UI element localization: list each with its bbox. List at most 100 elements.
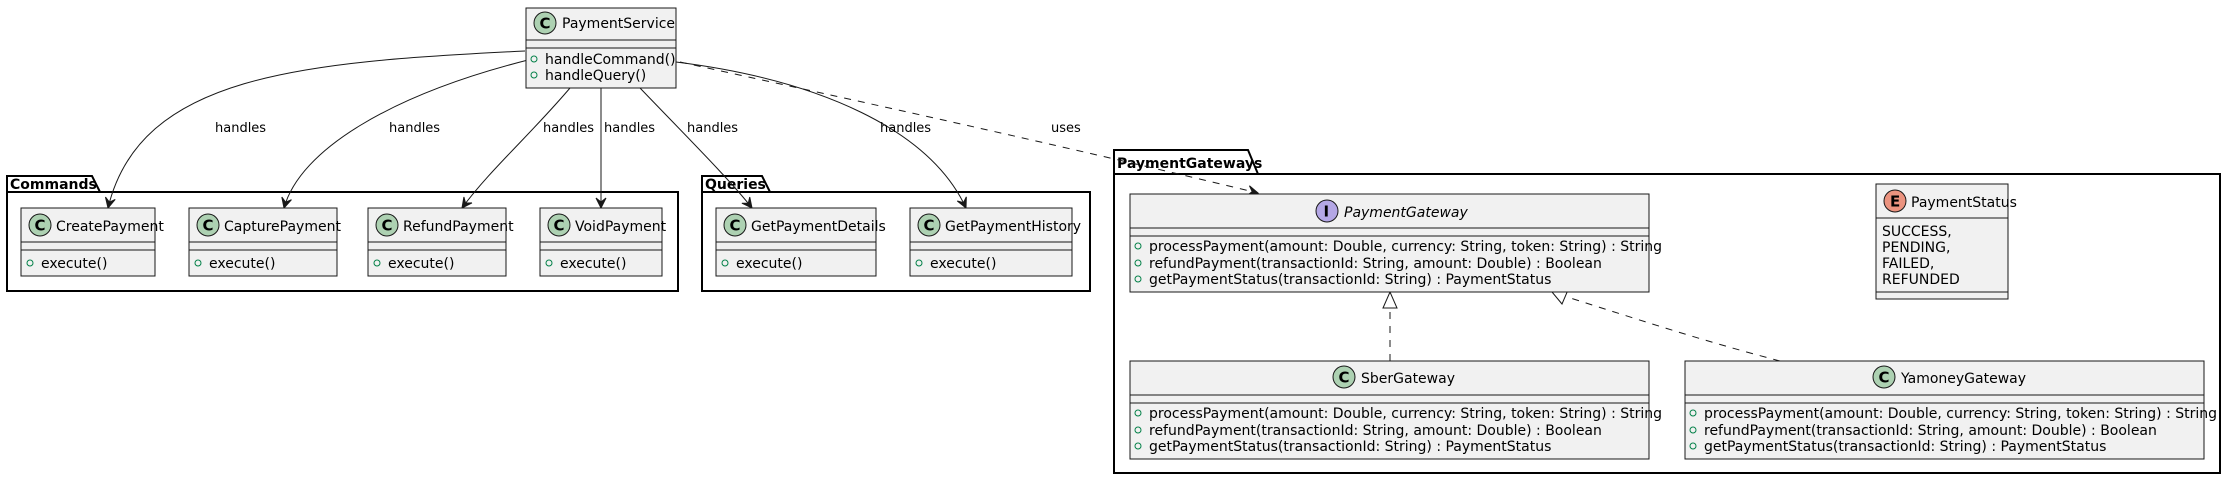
- class-name: PaymentService: [562, 16, 675, 32]
- class-badge-letter: C: [1879, 369, 1890, 387]
- class-sber-gateway[interactable]: C SberGateway processPayment(amount: Dou…: [1129, 360, 1662, 460]
- class-badge-icon: [1872, 365, 1896, 389]
- edge-handles-capture-payment: [284, 59, 529, 208]
- edge-label-handles: handles: [880, 121, 931, 136]
- method: execute(): [41, 256, 107, 272]
- public-method-icon: [1689, 409, 1697, 417]
- class-badge-icon: [1332, 365, 1356, 389]
- edge-label-handles: handles: [543, 121, 594, 136]
- edge-label-handles: handles: [604, 121, 655, 136]
- edge-label-handles: handles: [389, 121, 440, 136]
- public-method-icon: [1689, 442, 1697, 450]
- class-badge-icon: [723, 213, 747, 237]
- edge-handles-get-payment-history: [675, 61, 966, 208]
- class-badge-icon: [375, 213, 399, 237]
- method: execute(): [930, 256, 996, 272]
- edge-label-uses: uses: [1051, 121, 1081, 136]
- method: handleCommand(): [545, 52, 676, 68]
- method: processPayment(amount: Double, currency:…: [1149, 239, 1662, 255]
- method: execute(): [388, 256, 454, 272]
- method: handleQuery(): [545, 68, 646, 84]
- public-method-icon: [194, 259, 202, 267]
- public-method-icon: [1134, 426, 1142, 434]
- public-method-icon: [26, 259, 34, 267]
- class-name: YamoneyGateway: [1900, 371, 2026, 387]
- package-queries: Queries: [701, 175, 1091, 292]
- class-void-payment[interactable]: C VoidPayment execute(): [539, 207, 667, 277]
- enum-value: PENDING,: [1882, 240, 1950, 256]
- method: getPaymentStatus(transactionId: String) …: [1149, 439, 1551, 455]
- class-badge-letter: C: [554, 217, 565, 235]
- class-create-payment[interactable]: C CreatePayment execute(): [20, 207, 164, 277]
- method: getPaymentStatus(transactionId: String) …: [1704, 439, 2106, 455]
- enum-badge-letter: E: [1890, 193, 1900, 211]
- interface-name: PaymentGateway: [1344, 205, 1468, 221]
- edge-handles-get-payment-details: [639, 87, 752, 208]
- public-method-icon: [721, 259, 729, 267]
- edge-handles-refund-payment: [462, 87, 571, 208]
- class-payment-service[interactable]: C PaymentService handleCommand() handleQ…: [525, 7, 677, 89]
- class-badge-letter: C: [203, 217, 214, 235]
- class-badge-letter: C: [35, 217, 46, 235]
- public-method-icon: [1134, 242, 1142, 250]
- class-badge-letter: C: [382, 217, 393, 235]
- public-method-icon: [1134, 442, 1142, 450]
- edges: [108, 50, 1781, 362]
- enum-value: REFUNDED: [1882, 272, 1960, 288]
- class-name: VoidPayment: [575, 219, 667, 235]
- class-badge-icon: [547, 213, 571, 237]
- class-yamoney-gateway[interactable]: C YamoneyGateway processPayment(amount: …: [1684, 360, 2217, 460]
- class-badge-letter: C: [540, 15, 551, 33]
- package-queries-label: Queries: [705, 177, 766, 193]
- class-capture-payment[interactable]: C CapturePayment execute(): [188, 207, 341, 277]
- class-badge-letter: C: [730, 217, 741, 235]
- method: execute(): [209, 256, 275, 272]
- class-name: RefundPayment: [403, 219, 514, 235]
- class-name: GetPaymentHistory: [945, 219, 1081, 235]
- public-method-icon: [530, 55, 538, 63]
- class-get-payment-history[interactable]: C GetPaymentHistory execute(): [909, 207, 1081, 277]
- realization-triangle-sber: [1382, 290, 1398, 309]
- edge-label-handles: handles: [215, 121, 266, 136]
- package-commands: Commands: [6, 175, 679, 292]
- method: execute(): [560, 256, 626, 272]
- class-refund-payment[interactable]: C RefundPayment execute(): [367, 207, 514, 277]
- enum-name: PaymentStatus: [1911, 195, 2017, 211]
- enum-value: SUCCESS,: [1882, 224, 1952, 240]
- method: refundPayment(transactionId: String, amo…: [1149, 423, 1602, 439]
- package-payment-gateways-label: PaymentGateways: [1117, 156, 1262, 172]
- method: processPayment(amount: Double, currency:…: [1149, 406, 1662, 422]
- interface-payment-gateway[interactable]: I PaymentGateway processPayment(amount: …: [1129, 193, 1662, 293]
- class-badge-icon: [533, 11, 557, 35]
- class-badge-icon: [196, 213, 220, 237]
- edge-label-handles: handles: [687, 121, 738, 136]
- class-badge-letter: C: [1339, 369, 1350, 387]
- class-name: CreatePayment: [56, 219, 164, 235]
- edge-realizes-yamoney: [1566, 296, 1781, 362]
- enum-value: FAILED,: [1882, 256, 1934, 272]
- enum-payment-status[interactable]: E PaymentStatus SUCCESS, PENDING, FAILED…: [1875, 183, 2017, 300]
- edge-handles-create-payment: [108, 50, 526, 208]
- public-method-icon: [915, 259, 923, 267]
- method: refundPayment(transactionId: String, amo…: [1149, 256, 1602, 272]
- edge-labels: handles handles handles handles handles …: [215, 121, 1081, 136]
- class-get-payment-details[interactable]: C GetPaymentDetails execute(): [715, 207, 886, 277]
- class-name: GetPaymentDetails: [751, 219, 886, 235]
- interface-badge-icon: [1315, 199, 1339, 223]
- public-method-icon: [1134, 259, 1142, 267]
- public-method-icon: [1134, 409, 1142, 417]
- public-method-icon: [545, 259, 553, 267]
- class-badge-icon: [28, 213, 52, 237]
- public-method-icon: [1689, 426, 1697, 434]
- method: processPayment(amount: Double, currency:…: [1704, 406, 2217, 422]
- package-payment-gateways: PaymentGateways: [1113, 149, 2221, 474]
- public-method-icon: [1134, 275, 1142, 283]
- method: execute(): [736, 256, 802, 272]
- enum-badge-icon: [1883, 189, 1907, 213]
- method: getPaymentStatus(transactionId: String) …: [1149, 272, 1551, 288]
- edge-uses-payment-gateway: [679, 61, 1258, 193]
- class-name: CapturePayment: [224, 219, 341, 235]
- public-method-icon: [373, 259, 381, 267]
- method: refundPayment(transactionId: String, amo…: [1704, 423, 2157, 439]
